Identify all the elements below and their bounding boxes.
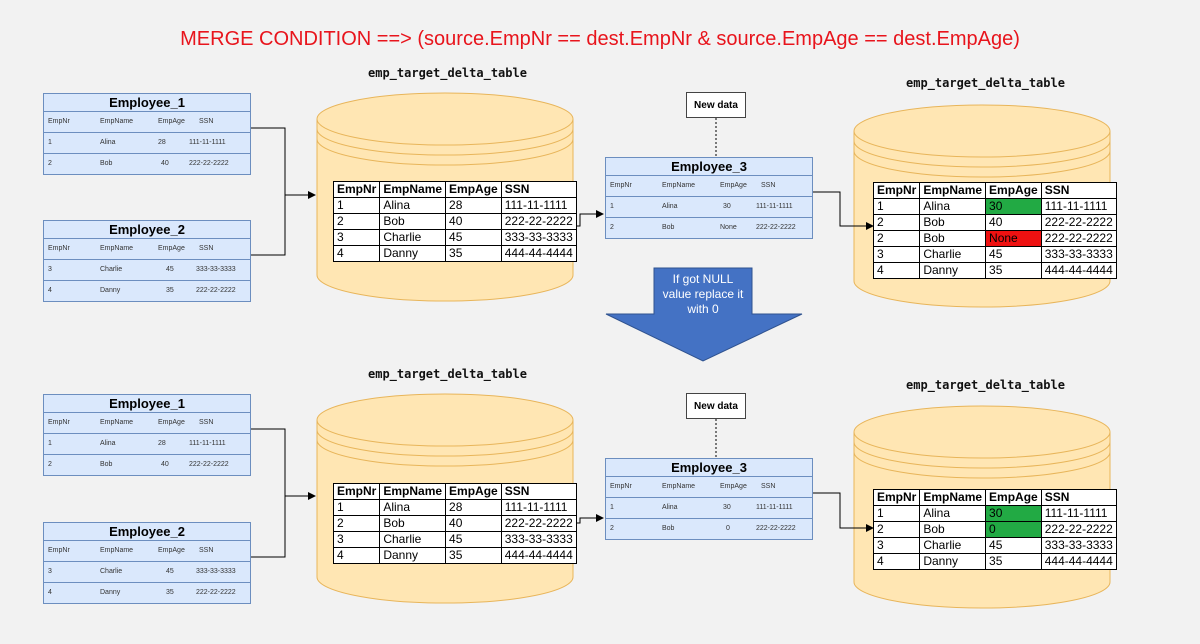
connector-emp2-to-target-bottom — [251, 496, 286, 558]
connector-emp2-to-target-top — [251, 195, 286, 256]
employee-title: Employee_1 — [44, 94, 250, 112]
db-label-top-target: emp_target_delta_table — [368, 66, 527, 80]
connector-emp3-to-result-top — [813, 191, 874, 230]
db-label-top-result: emp_target_delta_table — [906, 76, 1065, 90]
employee-title: Employee_3 — [606, 158, 812, 176]
connector-emp1-to-target-top — [251, 127, 316, 199]
connector-emp3-to-result-bottom — [813, 492, 874, 532]
down-arrow-shape — [605, 267, 803, 362]
updated-age-cell: 30 — [985, 505, 1042, 522]
new-data-box-bottom: New data — [686, 393, 746, 419]
updated-age-cell: 30 — [985, 198, 1042, 215]
employee-title: Employee_1 — [44, 395, 250, 413]
employee-title: Employee_2 — [44, 221, 250, 239]
db-label-bottom-target: emp_target_delta_table — [368, 367, 527, 381]
merge-condition-heading: MERGE CONDITION ==> (source.EmpNr == des… — [180, 28, 1020, 50]
new-data-box-top: New data — [686, 92, 746, 118]
null-age-cell: None — [985, 230, 1042, 247]
connector-emp1-to-target-bottom — [251, 428, 316, 500]
null-replacement-note: If got NULL value replace it with 0 — [662, 272, 744, 316]
employee-title: Employee_3 — [606, 459, 812, 477]
db-label-bottom-result: emp_target_delta_table — [906, 378, 1065, 392]
employee-title: Employee_2 — [44, 523, 250, 541]
updated-age-cell: 0 — [985, 521, 1042, 538]
